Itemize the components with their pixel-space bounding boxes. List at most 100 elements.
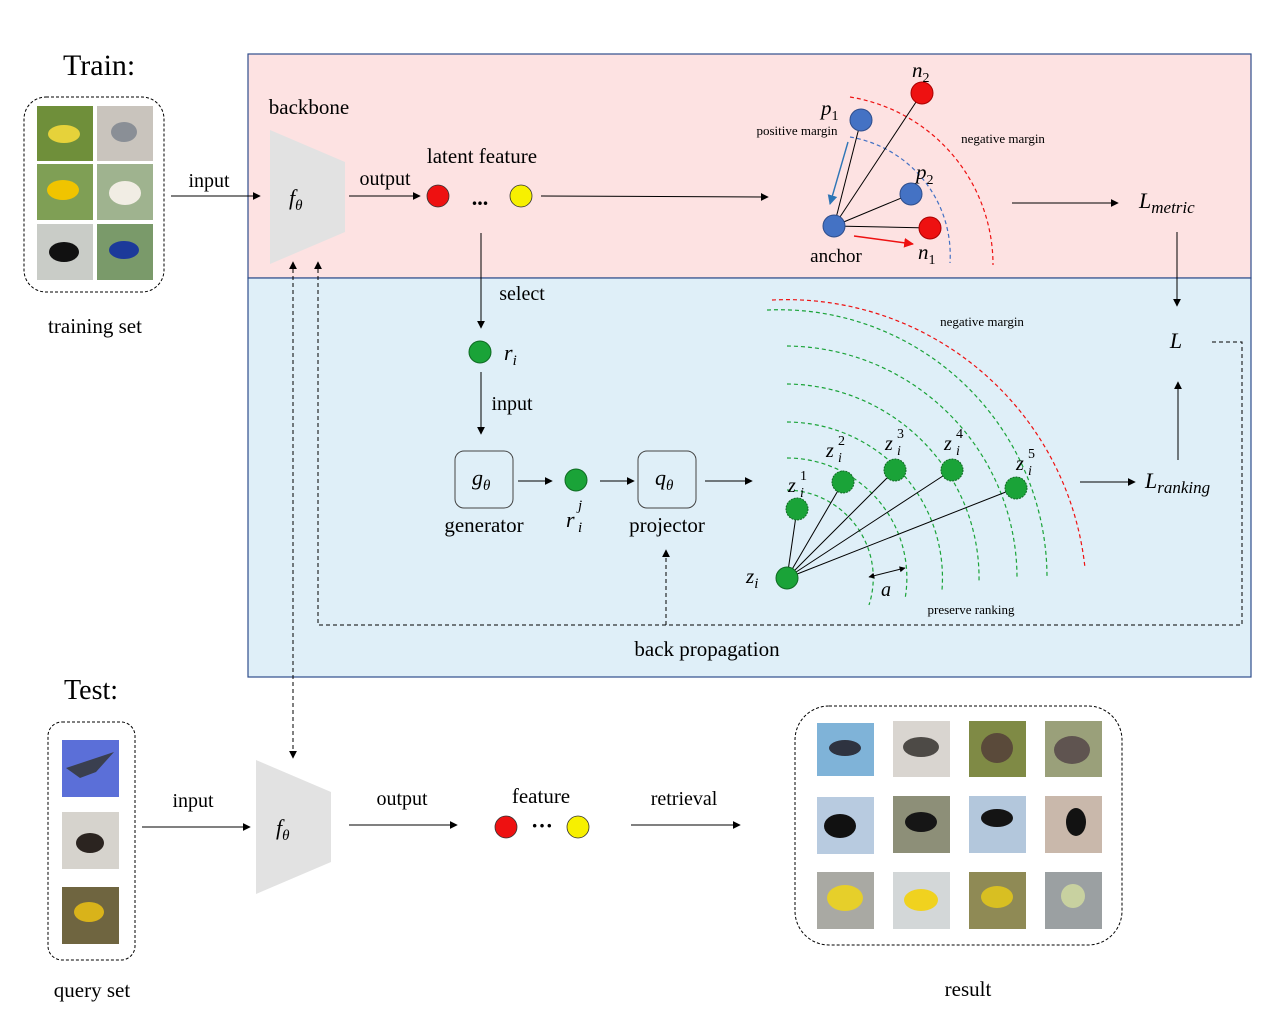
zi-node (775, 566, 799, 590)
bird-shape (1061, 884, 1085, 908)
positive-margin-label: positive margin (756, 123, 838, 138)
bird-shape (47, 180, 79, 200)
zi-z3-edge (786, 469, 896, 579)
anchor-n2-edge (833, 92, 923, 227)
p1-node (849, 108, 873, 132)
latent-to-metric-arrow (540, 192, 769, 201)
bird-shape (904, 889, 938, 911)
z4-node (940, 458, 964, 482)
train-metric-panel (247, 53, 1252, 279)
test-title: Test: (64, 675, 118, 706)
p2-label: p2 (914, 160, 934, 188)
select-label: select (499, 283, 545, 305)
bird-shape (829, 740, 861, 756)
a-distance-arrow (868, 566, 906, 579)
negative-margin-arc-top (849, 96, 994, 266)
latent-ellipsis: ... (472, 185, 489, 210)
training-set-images (37, 106, 153, 280)
positive-margin-arc (849, 136, 951, 264)
push-arrow (853, 235, 914, 248)
generator-fn: gθ (472, 465, 491, 494)
l-total-label: L (1169, 328, 1182, 353)
back-propagation-path (314, 261, 1243, 626)
bird-shape (49, 242, 79, 262)
zi-z2-edge (786, 481, 844, 579)
bird-shape (66, 752, 114, 778)
n2-node (910, 81, 934, 105)
latent-red-node (426, 184, 450, 208)
generator-label: generator (444, 513, 523, 537)
train-backbone-fn: fθ (289, 185, 303, 214)
bird-shape (74, 902, 104, 922)
projector-label: projector (629, 513, 705, 537)
bird-shape (824, 814, 856, 838)
bird-shape (111, 122, 137, 142)
test-backbone-trapezoid (256, 760, 331, 894)
ranking-arc (786, 457, 908, 600)
n1-node (918, 216, 942, 240)
z2-node (831, 470, 855, 494)
feature-yellow-node (566, 815, 590, 839)
anchor-label: anchor (810, 246, 862, 267)
train-input-label: input (188, 170, 230, 192)
ranking-arc (786, 345, 1018, 579)
query-set-label: query set (54, 978, 131, 1002)
ranking-arc (786, 383, 980, 583)
projector-box (637, 450, 697, 509)
bird-shape (109, 241, 139, 259)
result-label: result (945, 977, 992, 1001)
bird-shape (981, 886, 1013, 908)
preserve-ranking-label: preserve ranking (928, 602, 1015, 617)
zi-z4-edge (786, 469, 953, 579)
bird-shape (76, 833, 104, 853)
negative-margin-label-bottom: negative margin (940, 314, 1024, 329)
l-metric-label: Lmetric (1138, 188, 1195, 217)
p1-label: p1 (819, 96, 839, 124)
bird-shape (981, 733, 1013, 763)
anchor-n1-edge (833, 225, 931, 229)
training-set-label: training set (48, 314, 142, 338)
anchor-p1-edge (833, 119, 862, 227)
r-i-label: ri (504, 340, 517, 369)
input2-label: input (491, 393, 533, 415)
ranking-arc (786, 489, 874, 606)
anchor-p2-edge (833, 193, 912, 227)
a-label: a (881, 579, 891, 601)
train-output-label: output (359, 168, 411, 190)
bird-shape (109, 181, 141, 205)
negative-margin-label-top: negative margin (961, 131, 1045, 146)
result-box (794, 705, 1123, 946)
pull-arrow (827, 141, 849, 205)
latent-yellow-node (509, 184, 533, 208)
ranking-arc (766, 309, 1048, 579)
generator-box (454, 450, 514, 509)
p2-node (899, 182, 923, 206)
zi-z5-edge (786, 487, 1017, 579)
zi-z1-edge (786, 508, 798, 579)
bird-shape (827, 885, 863, 911)
feature-red-node (494, 815, 518, 839)
backbone-label: backbone (269, 95, 349, 119)
feature-ellipsis: ··· (531, 813, 553, 838)
back-propagation-label: back propagation (634, 637, 780, 661)
bird-shape (903, 737, 939, 757)
bird-shape (48, 125, 80, 143)
train-backbone-trapezoid (270, 130, 345, 264)
train-title: Train: (63, 49, 135, 82)
test-backbone-fn: fθ (276, 815, 290, 844)
r-ij-node (564, 468, 588, 492)
bird-shape (981, 809, 1013, 827)
test-output-label: output (376, 788, 428, 810)
retrieval-label: retrieval (651, 788, 718, 810)
bird-shape (1066, 808, 1086, 836)
anchor-node (822, 214, 846, 238)
bird-shape (905, 812, 937, 832)
z5-node (1004, 476, 1028, 500)
query-set-images (62, 740, 119, 944)
